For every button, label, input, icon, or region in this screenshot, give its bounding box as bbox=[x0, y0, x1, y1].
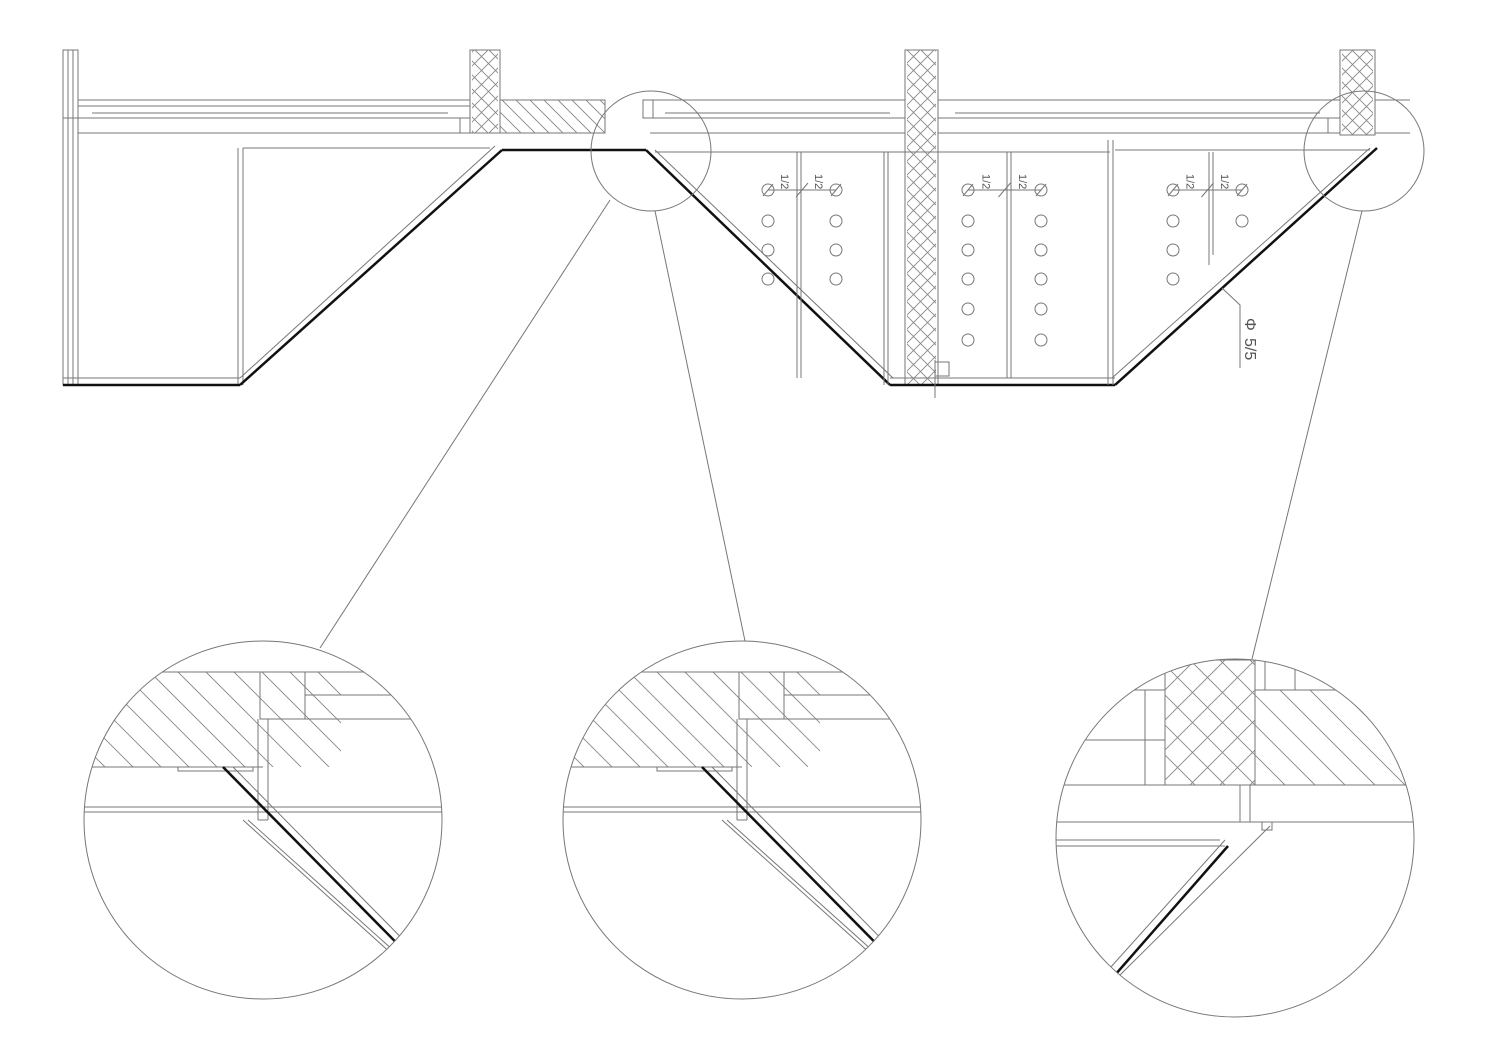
hole bbox=[829, 272, 843, 286]
detail-marker-b bbox=[1303, 90, 1425, 212]
column-1 bbox=[469, 49, 501, 134]
beam-hatched bbox=[499, 99, 606, 134]
detail-enlarged-2 bbox=[563, 671, 921, 999]
hole bbox=[1034, 243, 1048, 257]
dimension-marks: 1/2 1/2 1/2 1/2 1/2 1/2 bbox=[761, 174, 1249, 198]
callout-leader: Φ 5/5 bbox=[1221, 287, 1258, 368]
hole bbox=[1235, 214, 1249, 228]
hole bbox=[1166, 272, 1180, 286]
hole bbox=[961, 333, 975, 347]
hole bbox=[1034, 272, 1048, 286]
hole bbox=[829, 214, 843, 228]
dimension-label: 1/2 bbox=[1218, 174, 1230, 189]
hole bbox=[961, 272, 975, 286]
column-3 bbox=[1339, 49, 1376, 136]
dimension-label: 1/2 bbox=[778, 174, 790, 189]
dimension-label: 1/2 bbox=[1183, 174, 1195, 189]
hole bbox=[961, 302, 975, 316]
hole bbox=[761, 214, 775, 228]
hole bbox=[961, 214, 975, 228]
perforation-holes bbox=[761, 214, 1249, 347]
hole bbox=[761, 243, 775, 257]
plan-view: 1/2 1/2 1/2 1/2 1/2 1/2 Φ 5/5 bbox=[62, 49, 1410, 398]
panel-dividers bbox=[796, 140, 1214, 398]
dimension-label: 1/2 bbox=[812, 174, 824, 189]
hole bbox=[829, 243, 843, 257]
hole bbox=[1034, 302, 1048, 316]
hole bbox=[1034, 214, 1048, 228]
detail-marker-a bbox=[590, 90, 712, 212]
detail-markers bbox=[319, 90, 1425, 660]
ceiling-rails bbox=[63, 99, 1410, 134]
hole bbox=[1166, 214, 1180, 228]
callout-text: 5/5 bbox=[1241, 338, 1258, 360]
detail-enlarged-3 bbox=[1056, 659, 1414, 976]
detail-enlarged-1 bbox=[84, 671, 442, 999]
dimension-label: 1/2 bbox=[1016, 174, 1028, 189]
callout-symbol: Φ bbox=[1241, 318, 1258, 331]
hole bbox=[1034, 333, 1048, 347]
dimension-label: 1/2 bbox=[979, 174, 991, 189]
hole bbox=[761, 272, 775, 286]
hole bbox=[961, 243, 975, 257]
left-wall bbox=[62, 49, 79, 386]
hole bbox=[1166, 243, 1180, 257]
